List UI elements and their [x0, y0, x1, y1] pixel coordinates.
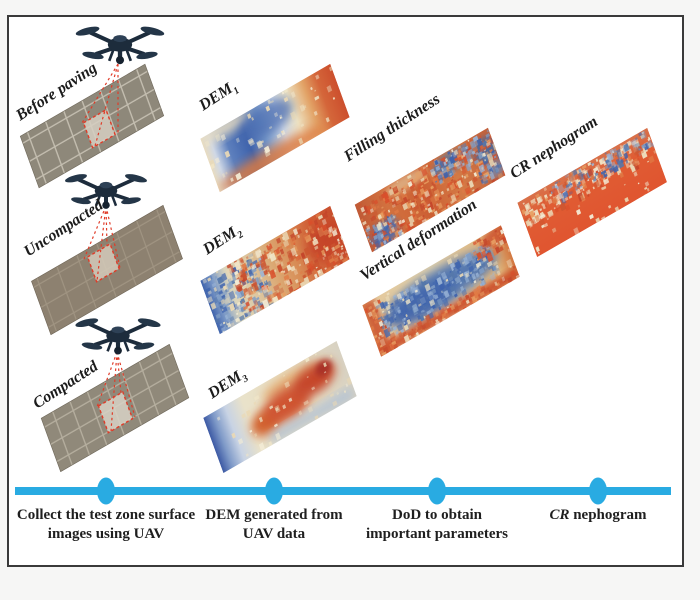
stage-caption-4: CR nephogram — [493, 506, 700, 525]
vertical-deformation-heatmap — [362, 225, 520, 357]
surface-slab-before-paving — [19, 63, 165, 189]
dem1-heatmap — [200, 63, 350, 193]
stage4-rest: nephogram — [569, 507, 647, 523]
surface-slab-uncompacted — [31, 204, 183, 336]
uav-drone-icon — [72, 314, 164, 357]
filling-thickness-heatmap — [354, 127, 506, 253]
dem2-heatmap — [200, 205, 350, 335]
stage-caption-2: DEM generated from UAV data — [169, 506, 379, 544]
scan-rays-uncompacted — [83, 205, 121, 282]
timeline-dot-1 — [97, 477, 115, 505]
stage4-cr-italic: CR — [549, 507, 570, 523]
stage3-line2: important parameters — [365, 526, 509, 542]
scan-area-marker — [86, 242, 120, 283]
uav-drone-icon — [75, 25, 165, 64]
timeline — [15, 477, 671, 505]
stage4-line1: CR nephogram — [493, 506, 700, 525]
surface-slab-compacted — [40, 343, 190, 473]
scan-rays-before-paving — [81, 63, 119, 147]
stage1-line1: Collect the test zone surface — [16, 507, 196, 523]
stage-caption-1: Collect the test zone surface images usi… — [1, 506, 211, 544]
dem3-heatmap — [203, 340, 357, 474]
stage3-line1: DoD to obtain — [391, 507, 482, 523]
stage1-line2: images using UAV — [47, 526, 165, 542]
stage2-line1: DEM generated from — [205, 507, 343, 523]
stage-caption-3: DoD to obtain important parameters — [332, 506, 542, 544]
uav-drone-icon — [62, 170, 150, 211]
timeline-dot-3 — [428, 477, 446, 505]
stage2-line2: UAV data — [242, 526, 306, 542]
timeline-dot-4 — [589, 477, 607, 505]
timeline-dot-2 — [265, 477, 283, 505]
cr-nephogram-heatmap — [517, 127, 668, 258]
scan-rays-compacted — [96, 351, 136, 432]
